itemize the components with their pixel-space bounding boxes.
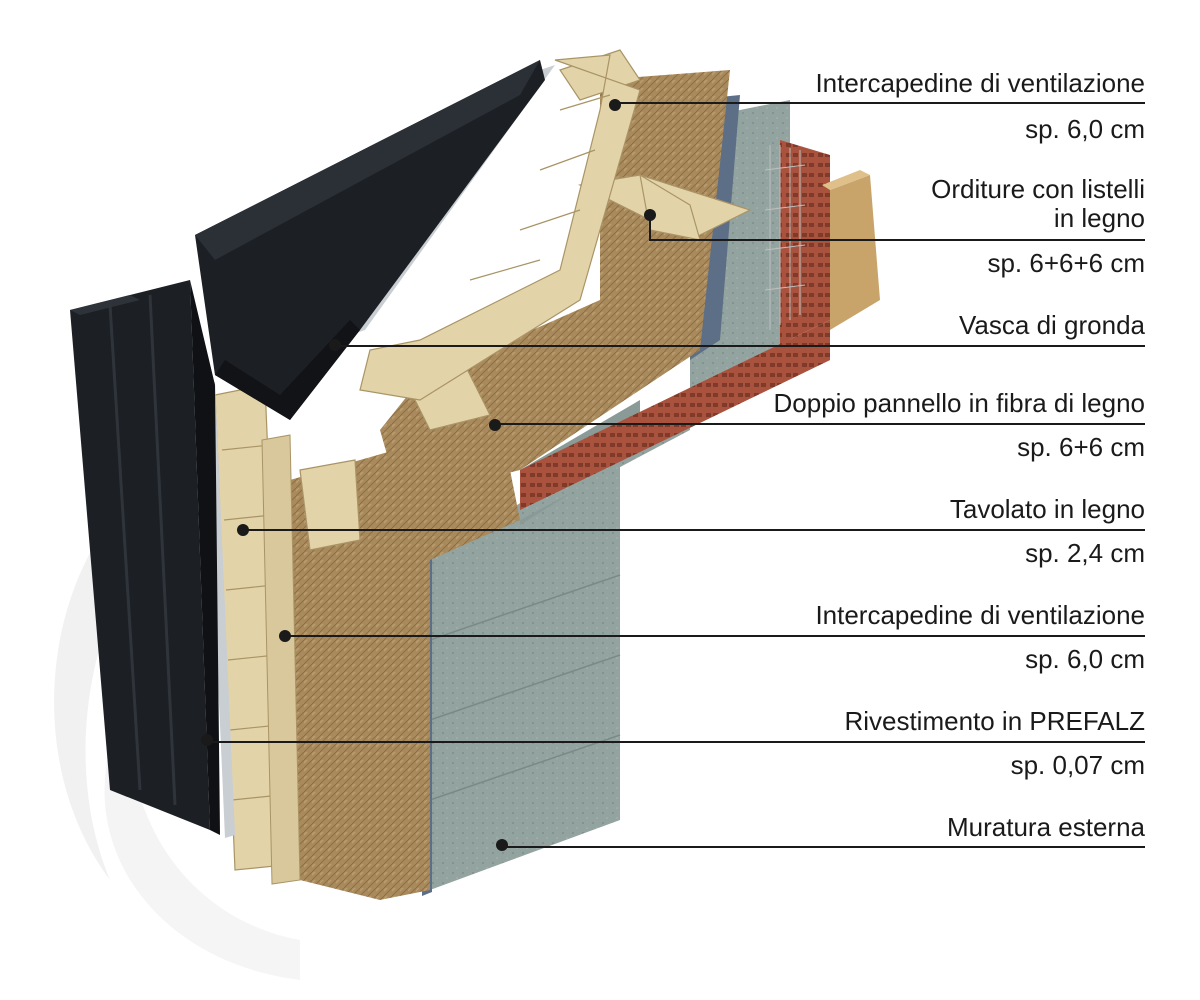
callout-spec-fiber-panel: sp. 6+6 cm xyxy=(1017,432,1145,462)
callout-label-prefalz: Rivestimento in PREFALZ xyxy=(844,706,1145,736)
leader-dot-masonry xyxy=(496,839,508,851)
leader-line-gutter xyxy=(334,345,1145,347)
callout-leaders xyxy=(201,99,1145,851)
leader-dot-battens xyxy=(644,209,656,221)
callout-label-ventilation-gap-upper: Intercapedine di ventilazione xyxy=(815,68,1145,98)
callout-spec-prefalz: sp. 0,07 cm xyxy=(1010,750,1145,780)
leader-dot-gutter xyxy=(329,339,341,351)
callout-spec-battens: sp. 6+6+6 cm xyxy=(987,248,1145,278)
callout-spec-ventilation-gap-lower: sp. 6,0 cm xyxy=(1025,644,1145,674)
leader-dot-ventilation-gap-lower xyxy=(279,630,291,642)
leader-dot-prefalz xyxy=(201,734,213,746)
leader-dot-boarding xyxy=(237,524,249,536)
leader-line-fiber-panel xyxy=(494,423,1145,425)
vent-battens-wall xyxy=(261,434,301,885)
callout-label-masonry: Muratura esterna xyxy=(947,812,1145,842)
leader-line-masonry xyxy=(501,845,1145,848)
callout-spec-ventilation-gap-upper: sp. 6,0 cm xyxy=(1025,114,1145,144)
callout-label-boarding: Tavolato in legno xyxy=(949,494,1145,524)
leader-dot-ventilation-gap-upper xyxy=(609,99,621,111)
callout-label-fiber-panel: Doppio pannello in fibra di legno xyxy=(773,388,1146,418)
background-swoosh xyxy=(54,470,300,980)
gutter-tray xyxy=(195,60,545,420)
rafter-end xyxy=(822,170,880,330)
reinforcement-mesh xyxy=(764,145,806,330)
callout-label-battens-line2: in legno xyxy=(1053,203,1145,233)
callout-label-battens-line1: Orditure con listelli xyxy=(931,174,1145,204)
leader-dot-fiber-panel xyxy=(489,419,501,431)
brick-course xyxy=(520,140,830,510)
prefalz-cladding xyxy=(70,280,220,835)
callout-spec-boarding: sp. 2,4 cm xyxy=(1025,538,1145,568)
callout-label-ventilation-gap-lower: Intercapedine di ventilazione xyxy=(815,600,1145,630)
leader-line-battens xyxy=(649,215,1145,241)
callout-label-gutter: Vasca di gronda xyxy=(959,310,1145,340)
